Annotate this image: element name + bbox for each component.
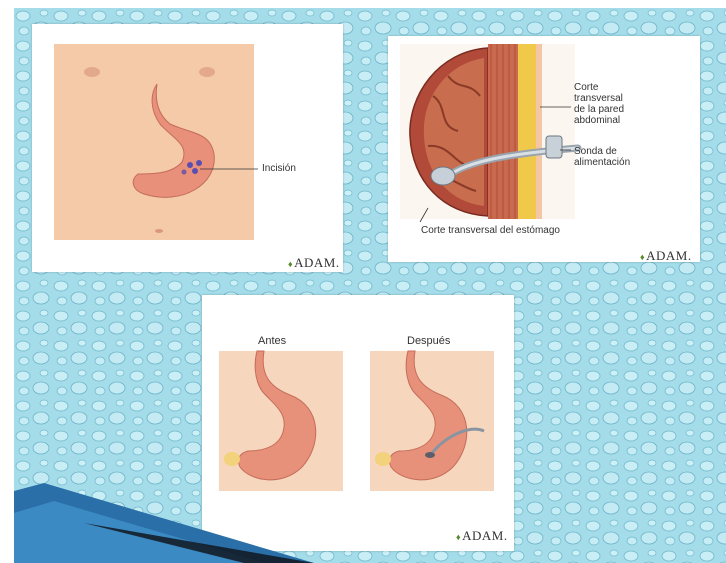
incision-label: Incisión: [262, 163, 296, 174]
incision-dot: [196, 160, 202, 166]
slide-corner-decoration: [14, 483, 314, 563]
cross-section-panel: Corte transversal de la pared abdominal …: [388, 36, 700, 262]
abdominal-wall-label: Corte transversal de la pared abdominal: [574, 82, 624, 126]
adam-logo: ♦ADAM.: [640, 248, 692, 262]
incision-dot: [187, 162, 193, 168]
fat-layer: [518, 44, 536, 219]
abdomen-illustration: [32, 24, 343, 272]
slide: Incisión ♦ADAM. Corte transversal de la …: [14, 8, 726, 563]
feeding-tube-label: Sonda de alimentación: [574, 146, 630, 168]
incision-dot: [192, 168, 198, 174]
adam-logo: ♦ADAM.: [288, 255, 340, 271]
abdomen-incision-panel: Incisión ♦ADAM.: [32, 24, 343, 272]
adam-logo: ♦ADAM.: [456, 528, 508, 544]
stomach-section-label: Corte transversal del estómago: [421, 225, 560, 236]
